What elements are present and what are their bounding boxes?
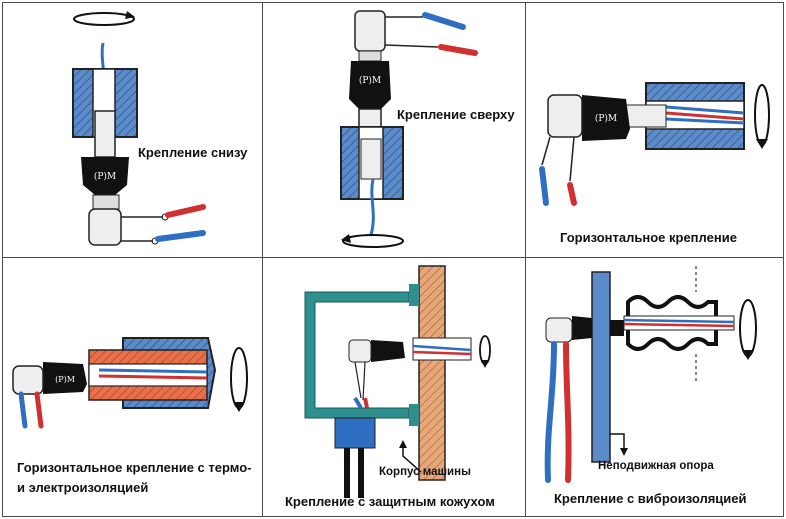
sensor-icon [572, 316, 592, 340]
sensor-icon: (P)M [43, 362, 87, 394]
caption-mount-below: Крепление снизу [138, 145, 248, 160]
panel-vibration-isolation: Неподвижная опора Крепление с виброизоля… [525, 257, 784, 517]
rotation-arrow-icon [341, 234, 404, 248]
label-fixed-support: Неподвижная опора [598, 460, 714, 472]
panel-protective-housing: Корпус машины Крепление с защитным кожух… [262, 257, 526, 517]
caption-protective-housing: Крепление с защитным кожухом [285, 494, 495, 509]
caption-mount-above: Крепление сверху [397, 107, 515, 122]
svg-text:(P)M: (P)M [94, 171, 116, 182]
rotation-arrow-icon [230, 347, 248, 412]
mount-below-illustration: (P)M [72, 11, 206, 246]
protective-housing-illustration [304, 265, 491, 498]
sensor-icon: (P)M [349, 61, 391, 109]
sensor-icon: (P)M [81, 157, 129, 246]
svg-text:(P)M: (P)M [55, 375, 75, 384]
caption-vibration-isolation: Крепление с виброизоляцией [554, 491, 747, 506]
vibration-icon [626, 266, 718, 384]
panel-horizontal: (P)M Горизонтальное крепление [525, 2, 784, 258]
rotation-arrow-icon [754, 84, 770, 149]
rotation-arrow-icon [479, 335, 491, 368]
panel-mount-below: (P)M Крепление снизу [2, 2, 263, 258]
panel-horizontal-insulated: (P)M Горизонтальное крепление с термо- и… [2, 257, 263, 517]
label-machine-housing: Корпус машины [379, 466, 471, 478]
vibration-isolation-illustration [544, 266, 757, 483]
mount-above-illustration: (P)M [340, 10, 478, 248]
svg-text:(P)M: (P)M [595, 113, 617, 124]
horizontal-insulated-illustration: (P)M [12, 337, 248, 429]
sensor-icon [371, 340, 405, 362]
caption-horizontal-insulated: Горизонтальное крепление с термо- и элек… [17, 460, 252, 495]
panel-mount-above: (P)M Крепление сверху [262, 2, 526, 258]
sensor-icon: (P)M [582, 95, 630, 141]
svg-text:(P)M: (P)M [359, 75, 381, 86]
rotation-arrow-icon [739, 299, 757, 360]
rotation-arrow-icon [73, 11, 135, 26]
horizontal-illustration: (P)M [539, 82, 770, 206]
caption-horizontal: Горизонтальное крепление [560, 230, 737, 245]
